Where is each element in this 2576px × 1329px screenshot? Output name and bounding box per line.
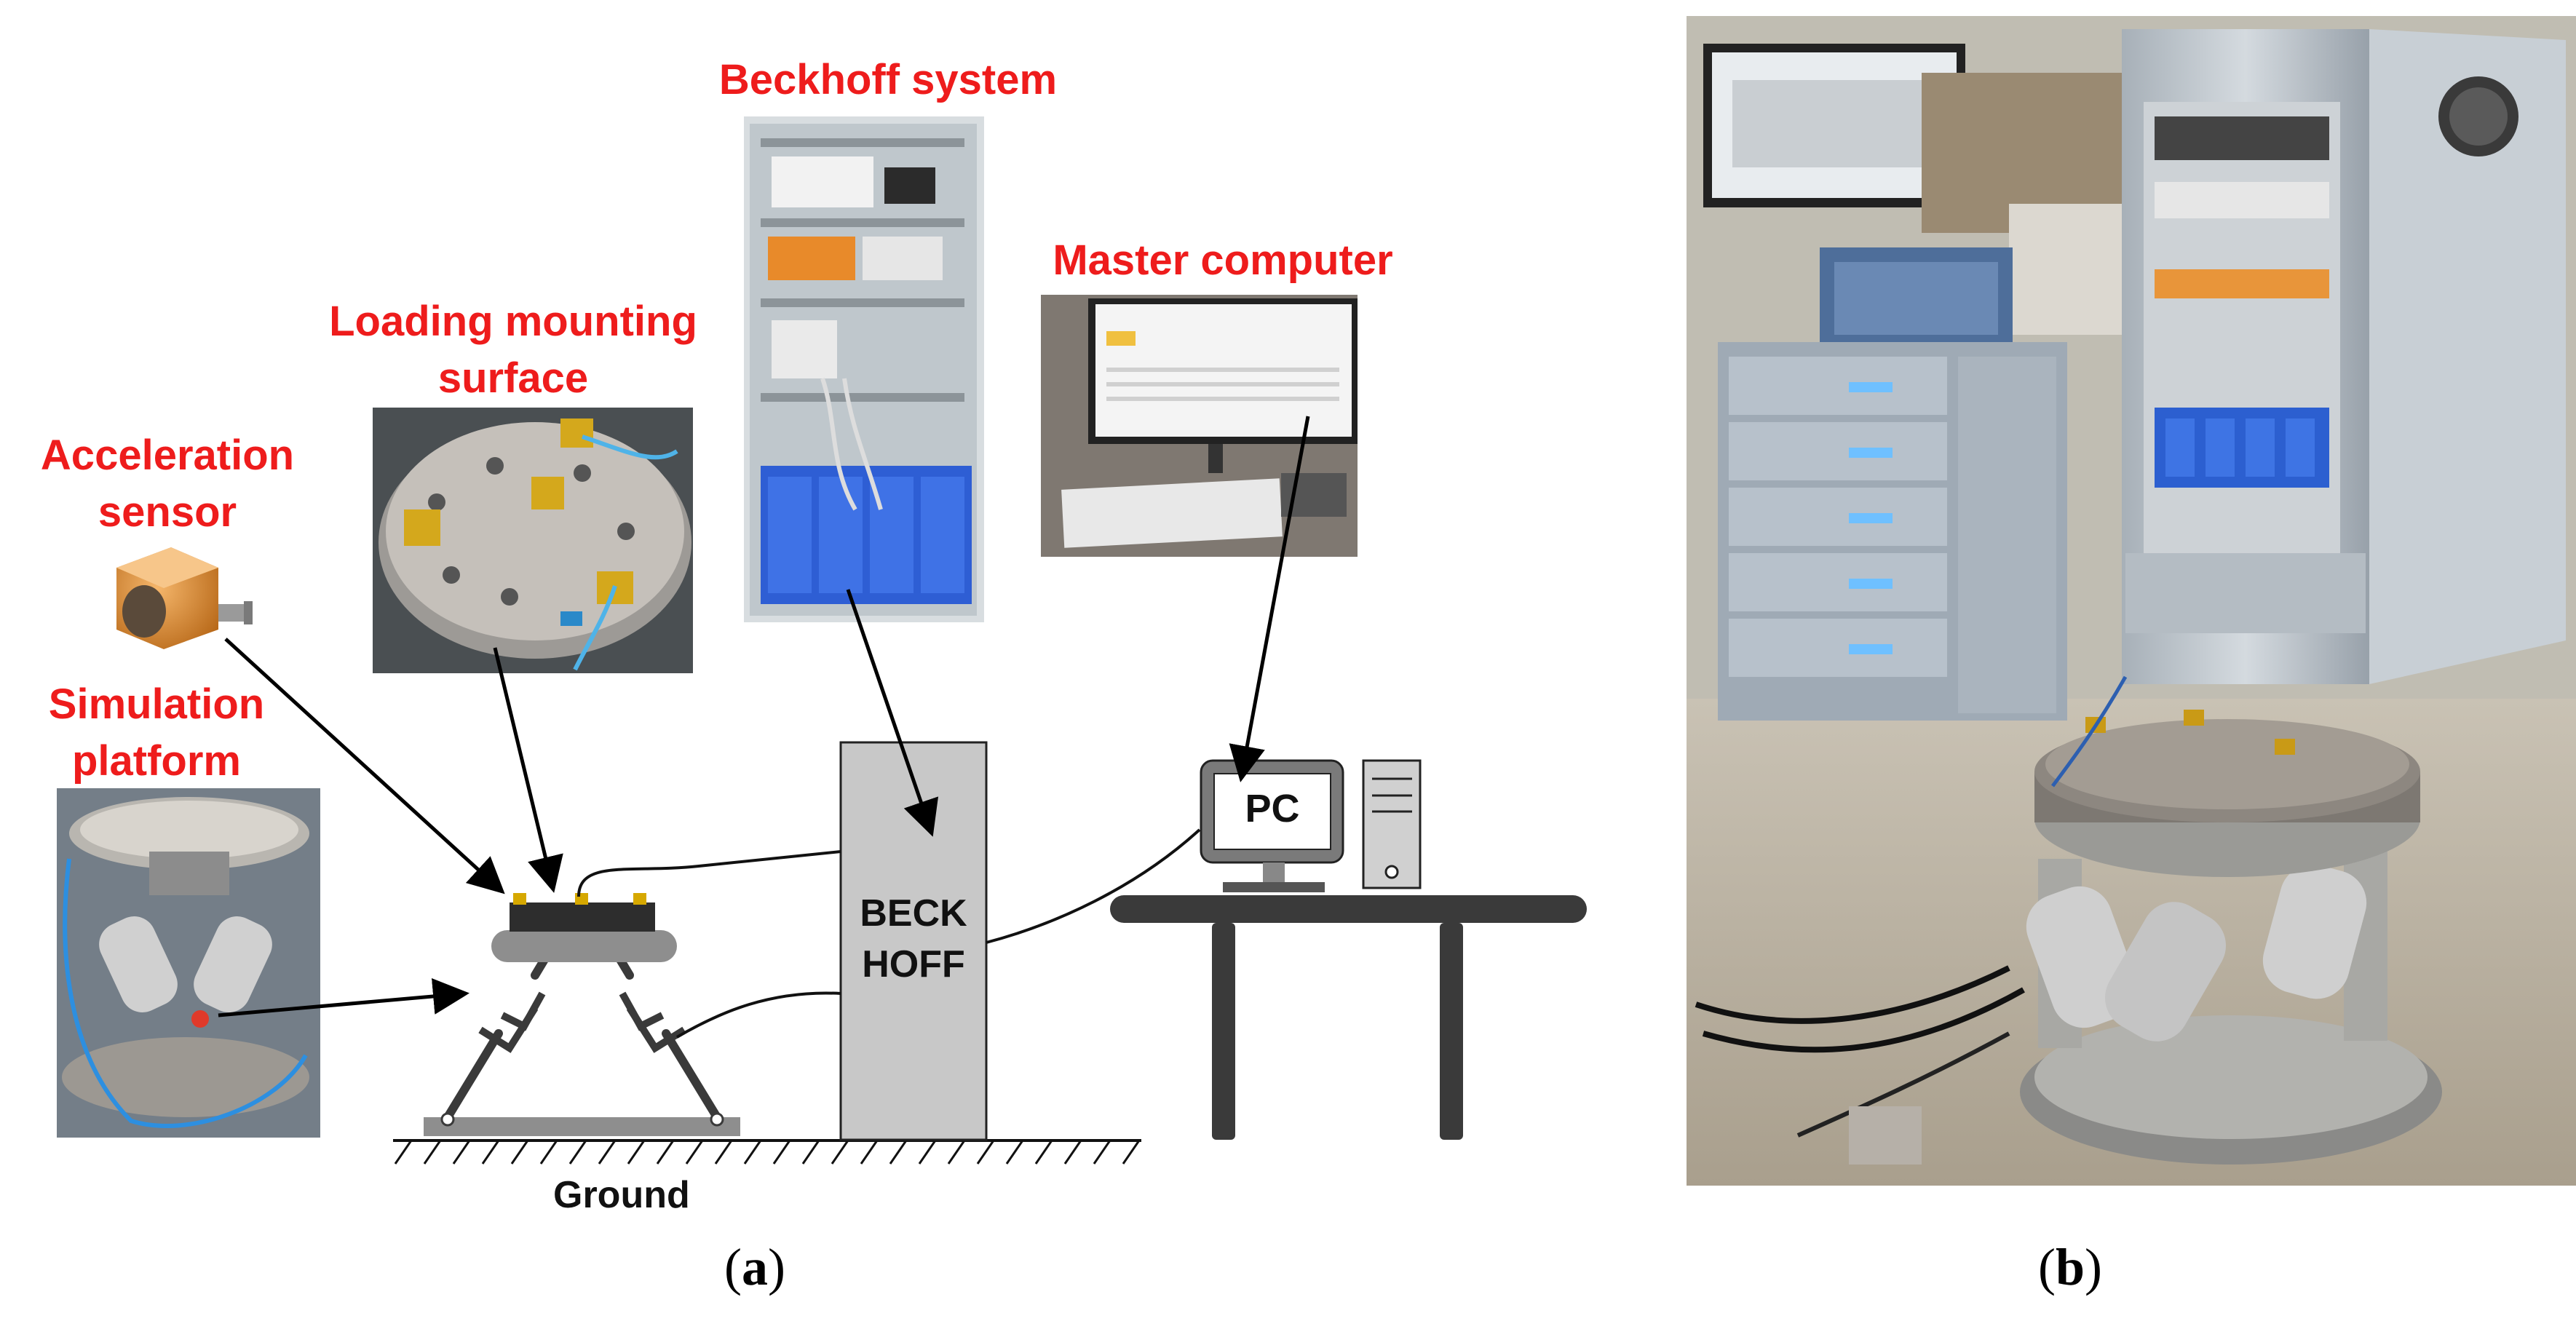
label-acceleration-sensor-line1: Acceleration xyxy=(40,432,295,479)
cables xyxy=(577,828,1201,1039)
caption-panel-a: (a) xyxy=(724,1237,785,1298)
beckhoff-box-label-line1: BECK xyxy=(860,892,967,935)
ground-line xyxy=(393,1139,1141,1165)
platform-joints-right xyxy=(619,991,686,1053)
master-computer-photo xyxy=(1041,295,1358,557)
lab-setup-photo xyxy=(1687,16,2576,1186)
pc-monitor xyxy=(1200,759,1344,892)
pointer-arrows xyxy=(218,416,1310,1017)
caption-b-letter: b xyxy=(2055,1238,2085,1296)
label-beckhoff-system: Beckhoff system xyxy=(718,56,1058,103)
platform-legs xyxy=(443,935,721,1122)
moving-platform xyxy=(491,930,677,962)
label-simulation-platform-line2: platform xyxy=(72,737,241,785)
caption-b-close: ) xyxy=(2085,1238,2103,1296)
pc-label: PC xyxy=(1245,787,1300,830)
desk xyxy=(1110,895,1587,1140)
platform-joints-left xyxy=(478,991,546,1053)
loading-surface-block xyxy=(510,902,655,932)
beckhoff-box-label-line2: HOFF xyxy=(862,943,965,985)
platform-base xyxy=(424,1117,740,1136)
label-master-computer: Master computer xyxy=(1053,237,1393,284)
caption-a-open: ( xyxy=(724,1238,742,1296)
ground-label: Ground xyxy=(553,1174,690,1216)
caption-panel-b: (b) xyxy=(2038,1237,2102,1298)
label-loading-surface-line2: surface xyxy=(437,354,589,402)
label-simulation-platform-line1: Simulation xyxy=(48,681,265,728)
acceleration-sensor-icon xyxy=(116,547,253,649)
simulation-platform-photo xyxy=(57,788,320,1138)
label-acceleration-sensor-line2: sensor xyxy=(98,488,237,536)
loading-surface-photo xyxy=(373,408,693,673)
beckhoff-box xyxy=(839,741,988,1141)
pc-tower xyxy=(1362,759,1422,889)
caption-a-letter: a xyxy=(741,1238,768,1296)
caption-a-close: ) xyxy=(767,1238,785,1296)
label-loading-surface-line1: Loading mounting xyxy=(329,298,697,345)
beckhoff-cabinet-photo xyxy=(744,116,984,622)
caption-b-open: ( xyxy=(2038,1238,2056,1296)
